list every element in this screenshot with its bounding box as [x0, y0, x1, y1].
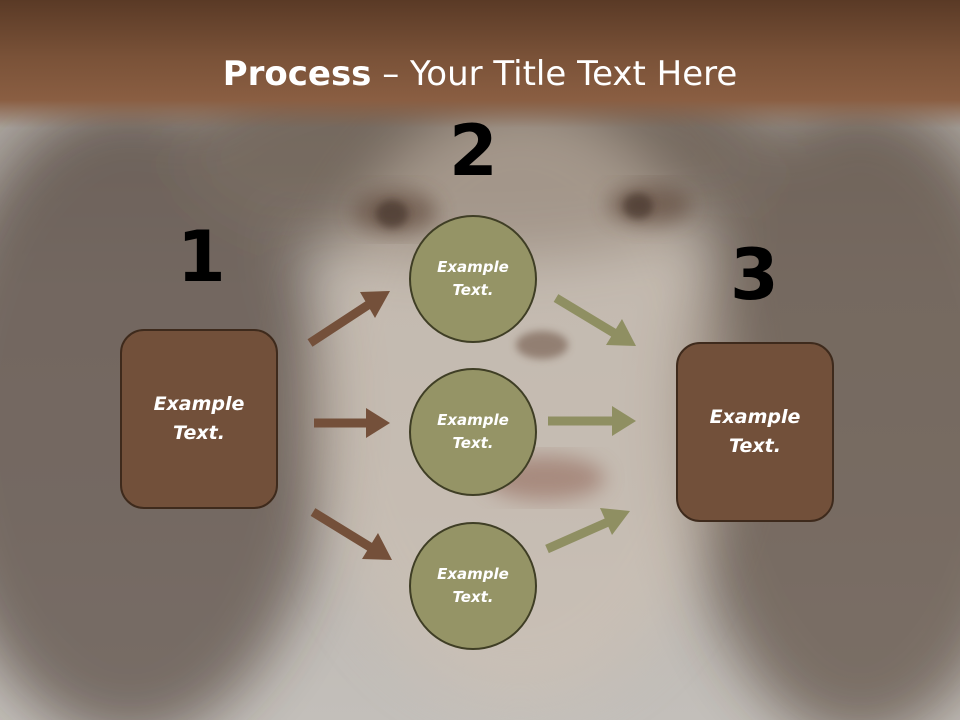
arrow-to-circle-bottom	[310, 508, 392, 560]
circle-bottom-line1: Example	[437, 565, 509, 583]
step-number-2: 2	[449, 110, 498, 192]
step-box-1-line2: Text.	[173, 422, 225, 444]
arrow-from-circle-middle	[548, 406, 636, 436]
circle-top[interactable]: Example Text.	[409, 215, 537, 343]
arrow-from-circle-bottom	[545, 508, 630, 554]
circle-middle[interactable]: Example Text.	[409, 368, 537, 496]
arrow-to-circle-top	[307, 291, 390, 347]
circle-middle-line2: Text.	[452, 434, 494, 452]
step-box-3-line2: Text.	[729, 435, 781, 457]
title-header-bar	[0, 0, 960, 128]
step-number-3: 3	[730, 234, 779, 316]
step-box-3-line1: Example	[709, 406, 801, 428]
step-number-1: 1	[177, 216, 226, 298]
step-box-3[interactable]: Example Text.	[676, 342, 834, 522]
slide-title-rest: – Your Title Text Here	[371, 54, 738, 94]
circle-top-line2: Text.	[452, 281, 494, 299]
slide-title[interactable]: Process – Your Title Text Here	[0, 52, 960, 96]
circle-bottom-line2: Text.	[452, 588, 494, 606]
circle-top-line1: Example	[437, 258, 509, 276]
slide-title-bold: Process	[222, 54, 372, 94]
circle-bottom[interactable]: Example Text.	[409, 522, 537, 650]
arrow-from-circle-top	[553, 294, 636, 346]
step-box-1[interactable]: Example Text.	[120, 329, 278, 509]
step-box-1-line1: Example	[153, 393, 245, 415]
arrow-to-circle-middle	[314, 408, 390, 438]
circle-middle-line1: Example	[437, 411, 509, 429]
